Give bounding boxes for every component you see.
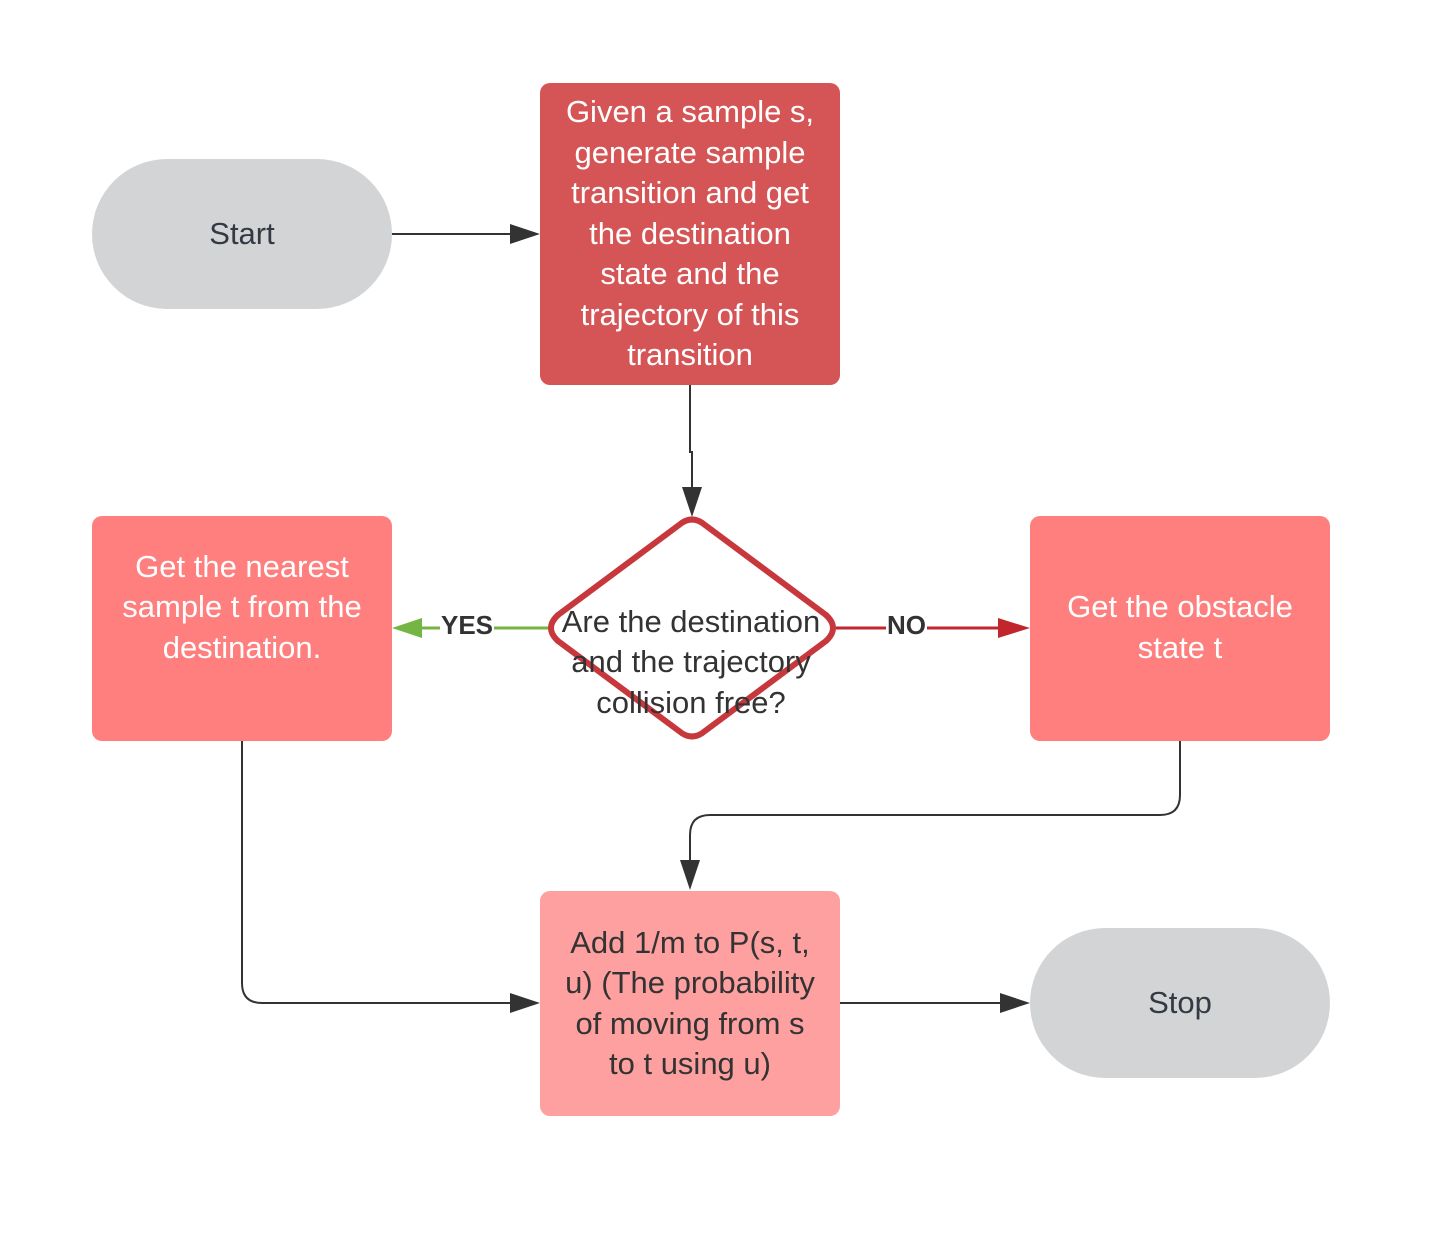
no-edge-label: NO: [886, 610, 927, 640]
start-label: Start: [209, 215, 275, 251]
obstacle-state-box[interactable]: Get the obstacle state t: [1030, 516, 1330, 741]
arrowhead-icon: [392, 618, 422, 638]
edge-add-prob-to-stop: [840, 993, 1030, 1013]
stop-terminal[interactable]: Stop: [1030, 928, 1330, 1078]
stop-label: Stop: [1148, 984, 1212, 1020]
arrowhead-icon: [510, 993, 540, 1013]
start-terminal[interactable]: Start: [92, 159, 392, 309]
arrowhead-icon: [1000, 993, 1030, 1013]
arrowhead-icon: [510, 224, 540, 244]
edge-generate-to-decision: [682, 385, 702, 517]
yes-edge-label: YES: [440, 610, 495, 640]
decision-diamond-shape: [548, 516, 836, 740]
edge-nearest-to-add-prob: [241, 741, 540, 1013]
add-probability-label: Add 1/m to P(s, t, u) (The probability o…: [565, 924, 815, 1082]
edge-obstacle-to-add-prob: [680, 741, 1181, 890]
arrowhead-icon: [998, 618, 1030, 638]
edge-decision-no-to-obstacle: [836, 618, 1030, 638]
add-probability-box[interactable]: Add 1/m to P(s, t, u) (The probability o…: [540, 891, 840, 1116]
generate-transition-label: Given a sample s, generate sample transi…: [565, 94, 815, 373]
arrowhead-icon: [682, 487, 702, 517]
nearest-sample-box[interactable]: Get the nearest sample t from the destin…: [92, 516, 392, 741]
edge-start-to-generate: [392, 224, 540, 244]
nearest-sample-label: Get the nearest sample t from the destin…: [122, 548, 362, 665]
obstacle-state-label: Get the obstacle state t: [1067, 589, 1293, 665]
collision-free-decision[interactable]: Are the destination and the trajectory c…: [532, 561, 850, 723]
generate-transition-box[interactable]: Given a sample s, generate sample transi…: [540, 83, 840, 385]
arrowhead-icon: [680, 860, 700, 890]
decision-label: Are the destination and the trajectory c…: [561, 603, 821, 720]
